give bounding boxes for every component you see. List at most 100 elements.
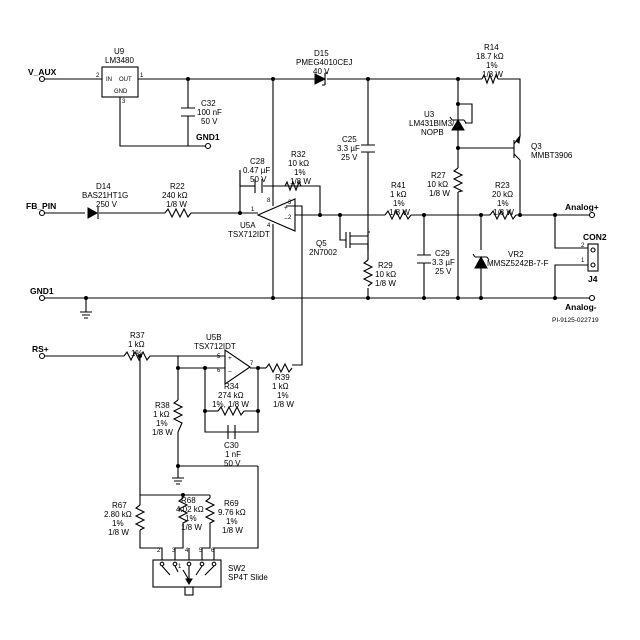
svg-text:2.80 kΩ: 2.80 kΩ: [104, 510, 132, 519]
svg-text:R38: R38: [155, 401, 170, 410]
svg-text:MMBT3906: MMBT3906: [531, 151, 573, 160]
svg-text:1: 1: [251, 207, 255, 213]
svg-text:1%: 1%: [486, 61, 498, 70]
svg-text:1/8 W: 1/8 W: [389, 208, 410, 217]
svg-text:2: 2: [288, 215, 292, 221]
analog-plus-terminal: [588, 211, 596, 219]
con2-connector: CON2 J4 2 1: [581, 232, 607, 284]
v-aux-terminal: [38, 75, 46, 83]
r38-resistor: R38 1 kΩ 1% 1/8 W: [152, 399, 184, 437]
svg-text:GND: GND: [114, 89, 128, 95]
net-label-analog-plus: Analog+: [565, 202, 599, 212]
svg-text:40 V: 40 V: [313, 67, 330, 76]
svg-text:+: +: [228, 355, 232, 362]
u3-shunt-regulator: U3 LM431BIM3/ NOPB: [409, 108, 467, 137]
svg-text:6: 6: [211, 548, 215, 554]
svg-text:8: 8: [267, 198, 271, 204]
svg-text:1 kΩ: 1 kΩ: [272, 382, 289, 391]
svg-text:SP4T Slide: SP4T Slide: [228, 573, 268, 582]
svg-text:1%, 1/8 W: 1%, 1/8 W: [212, 400, 249, 409]
svg-text:10 kΩ: 10 kΩ: [427, 180, 448, 189]
svg-text:1%: 1%: [226, 517, 238, 526]
svg-text:9.76 kΩ: 9.76 kΩ: [218, 508, 246, 517]
svg-text:0.47 µF: 0.47 µF: [243, 166, 270, 175]
svg-text:1/8 W: 1/8 W: [166, 200, 187, 209]
svg-text:1/8 W: 1/8 W: [152, 428, 173, 437]
svg-text:C32: C32: [201, 99, 216, 108]
svg-text:2N7002: 2N7002: [309, 248, 338, 257]
svg-text:10 kΩ: 10 kΩ: [288, 159, 309, 168]
svg-text:20 kΩ: 20 kΩ: [492, 190, 513, 199]
svg-text:C28: C28: [250, 157, 265, 166]
svg-text:3.3 µF: 3.3 µF: [432, 258, 455, 267]
svg-text:1 nF: 1 nF: [225, 450, 241, 459]
svg-text:1%: 1%: [393, 199, 405, 208]
c32-capacitor: C32 100 nF 50 V: [181, 99, 222, 126]
svg-text:18.7 kΩ: 18.7 kΩ: [476, 52, 504, 61]
svg-text:3: 3: [122, 99, 126, 105]
analog-minus-terminal: [588, 294, 596, 302]
net-label-v-aux: V_AUX: [28, 67, 57, 77]
svg-text:1%: 1%: [185, 514, 197, 523]
svg-text:D15: D15: [314, 49, 329, 58]
u5a-opamp: + − 8 1 3 2 4 U5A TSX712IDT: [228, 196, 296, 239]
svg-text:3.3 µF: 3.3 µF: [337, 144, 360, 153]
svg-text:R68: R68: [181, 496, 196, 505]
svg-text:50 V: 50 V: [250, 175, 267, 184]
svg-text:IN: IN: [106, 77, 112, 83]
net-label-rs-plus: RS+: [32, 344, 49, 354]
svg-text:C30: C30: [224, 441, 239, 450]
svg-text:240 kΩ: 240 kΩ: [162, 191, 188, 200]
wires: [44, 78, 590, 560]
c29-capacitor: C29 3.3 µF 25 V: [417, 249, 455, 276]
net-label-analog-minus: Analog-: [565, 302, 597, 312]
r27-resistor: R27 10 kΩ 1/8 W: [427, 167, 464, 198]
svg-text:CON2: CON2: [583, 232, 607, 242]
junctions: [84, 77, 557, 497]
svg-text:1/8 W: 1/8 W: [375, 279, 396, 288]
q3-transistor: Q3 MMBT3906: [513, 125, 573, 161]
net-label-fb-pin: FB_PIN: [26, 201, 56, 211]
svg-text:R29: R29: [378, 261, 393, 270]
u9-regulator: U9 LM3480 IN OUT GND 2 1 3: [96, 47, 144, 105]
svg-text:1%: 1%: [277, 391, 289, 400]
svg-text:7: 7: [250, 361, 254, 367]
svg-text:1 kΩ: 1 kΩ: [128, 340, 145, 349]
r37-resistor: R37 1 kΩ 1%: [123, 331, 151, 362]
net-label-gnd1-top: GND1: [196, 132, 220, 142]
c30-capacitor: C30 1 nF 50 V: [205, 425, 258, 468]
svg-text:NOPB: NOPB: [421, 128, 444, 137]
svg-text:50 V: 50 V: [201, 117, 218, 126]
u9-part: LM3480: [105, 56, 134, 65]
svg-text:3: 3: [172, 548, 176, 554]
svg-text:4: 4: [185, 548, 189, 554]
svg-text:1/8 W: 1/8 W: [493, 208, 514, 217]
svg-text:1%: 1%: [112, 519, 124, 528]
u9-ref: U9: [114, 47, 125, 56]
r32-resistor: R32 10 kΩ 1% 1/8 W: [284, 150, 320, 192]
q5-mosfet: Q5 2N7002: [309, 231, 370, 257]
r29-resistor: R29 10 kΩ 1/8 W: [362, 259, 396, 288]
ground-symbol-left: [80, 311, 92, 319]
svg-text:R22: R22: [170, 182, 185, 191]
svg-text:1/8 W: 1/8 W: [273, 400, 294, 409]
svg-text:1: 1: [581, 258, 585, 264]
svg-text:1/8 W: 1/8 W: [181, 523, 202, 532]
r68-resistor: R68 4.02 kΩ 1% 1/8 W: [176, 496, 204, 532]
svg-text:C25: C25: [342, 135, 357, 144]
svg-text:+: +: [284, 205, 288, 212]
rs-plus-terminal: [38, 352, 46, 360]
svg-text:R67: R67: [112, 501, 127, 510]
svg-text:R37: R37: [130, 331, 145, 340]
svg-text:1/8 W: 1/8 W: [482, 70, 503, 79]
r22-resistor: R22 240 kΩ 1/8 W: [162, 182, 192, 219]
svg-text:MMSZ5242B-7-F: MMSZ5242B-7-F: [487, 259, 548, 268]
svg-text:1/8 W: 1/8 W: [429, 189, 450, 198]
c28-capacitor: C28 0.47 µF 50 V: [243, 157, 270, 193]
svg-text:VR2: VR2: [508, 250, 524, 259]
svg-text:R41: R41: [391, 181, 406, 190]
svg-text:1: 1: [178, 564, 182, 570]
svg-text:OUT: OUT: [119, 77, 132, 83]
d15-diode: D15 PMEG4010CEJ 40 V: [296, 49, 352, 86]
